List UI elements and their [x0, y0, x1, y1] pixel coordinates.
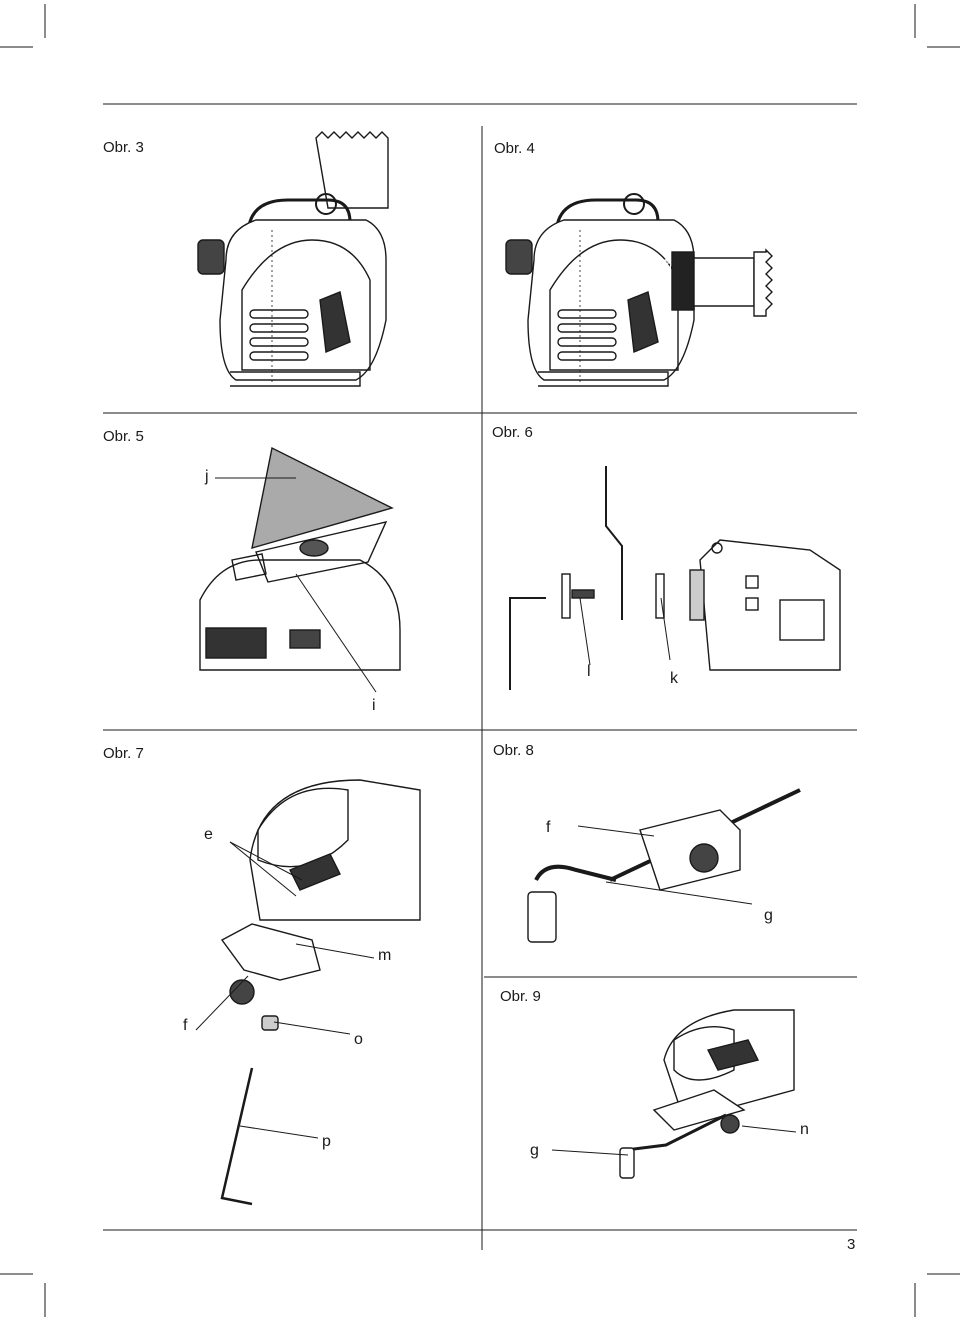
fig7-label-e: e: [204, 826, 213, 843]
fig7-drawing: [195, 779, 421, 1206]
fig9-drawing: [551, 1009, 797, 1179]
fig9-title: Obr. 9: [500, 988, 541, 1005]
fig6-drawing: [509, 466, 841, 690]
fig7-label-m: m: [378, 947, 392, 964]
fig5-label-i: i: [372, 697, 376, 714]
fig6-label-l: l: [587, 663, 591, 680]
fig7-title: Obr. 7: [103, 745, 144, 762]
dewalt-logo: DEWALT: [663, 239, 673, 277]
fig5-label-j: j: [205, 468, 209, 485]
fig6-title: Obr. 6: [492, 424, 533, 441]
crop-marks: [0, 4, 960, 1317]
fig8-title: Obr. 8: [493, 742, 534, 759]
page-number: 3: [847, 1236, 856, 1253]
fig8-drawing: [527, 788, 801, 943]
fig9-label-g: g: [530, 1142, 539, 1159]
fig9-label-n: n: [800, 1121, 809, 1138]
fig6-label-k: k: [670, 670, 678, 687]
fig5-drawing: [199, 446, 401, 693]
fig3-title: Obr. 3: [103, 139, 144, 156]
fig3-drawing: [197, 131, 389, 387]
fig5-title: Obr. 5: [103, 428, 144, 445]
fig8-label-g: g: [764, 907, 773, 924]
fig4-title: Obr. 4: [494, 140, 535, 157]
fig8-label-f: f: [546, 819, 551, 836]
fig7-label-p: p: [322, 1133, 331, 1150]
fig7-label-o: o: [354, 1031, 363, 1048]
fig7-label-f: f: [183, 1017, 188, 1034]
fig4-drawing: [505, 193, 773, 387]
